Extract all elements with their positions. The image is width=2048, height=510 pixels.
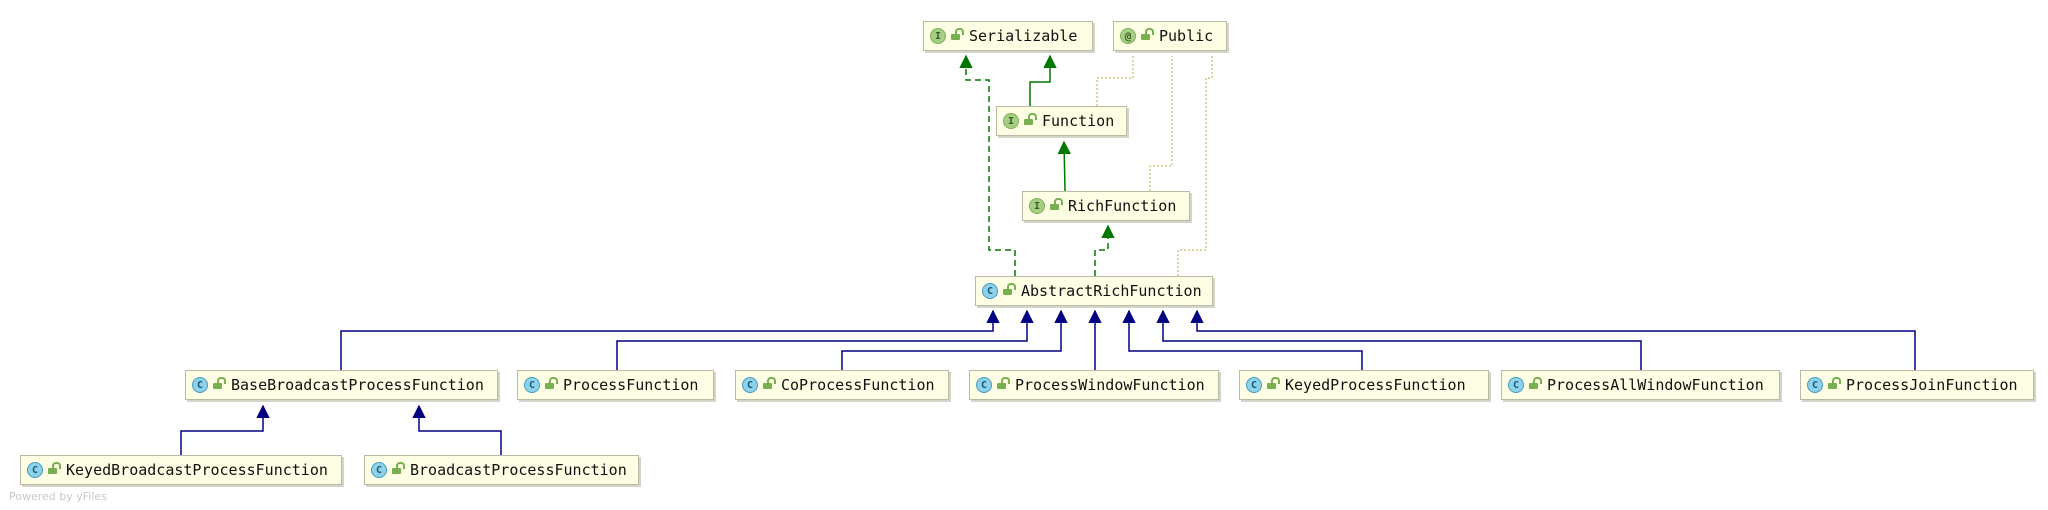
edge-keyedbroadcast-basebroadcast [180,404,270,455]
class-icon: C [524,377,540,393]
node-broadcast-process-function[interactable]: C BroadcastProcessFunction [364,455,639,485]
node-label: KeyedProcessFunction [1285,376,1466,394]
class-icon: C [1807,377,1823,393]
lock-icon [997,377,1010,389]
node-label: Function [1042,112,1115,130]
node-label: RichFunction [1068,197,1177,215]
node-abstract-rich-function[interactable]: C AbstractRichFunction [975,276,1213,306]
node-public[interactable]: @ Public [1113,21,1227,51]
lock-icon [1267,377,1280,389]
node-label: AbstractRichFunction [1021,282,1202,300]
edge-abstractrichfunction-richfunction [1094,224,1115,276]
edge-richfunction-function [1057,140,1071,192]
lock-icon [1529,377,1542,389]
lock-icon [1828,377,1841,389]
class-icon: C [192,377,208,393]
node-co-process-function[interactable]: C CoProcessFunction [735,370,949,400]
node-label: ProcessWindowFunction [1015,376,1205,394]
class-icon: C [742,377,758,393]
node-process-all-window-function[interactable]: C ProcessAllWindowFunction [1501,370,1780,400]
lock-icon [1024,113,1037,125]
node-label: Serializable [969,27,1078,45]
lock-icon [1003,283,1016,295]
edge-processjoin-abstract [1190,309,1916,370]
edge-broadcast-basebroadcast [412,404,502,455]
class-icon: C [976,377,992,393]
lock-icon [545,377,558,389]
node-label: CoProcessFunction [781,376,935,394]
watermark: Powered by yFiles [9,490,107,503]
class-icon: C [982,283,998,299]
node-process-join-function[interactable]: C ProcessJoinFunction [1800,370,2034,400]
node-label: BroadcastProcessFunction [410,461,627,479]
node-keyed-process-function[interactable]: C KeyedProcessFunction [1239,370,1489,400]
node-label: ProcessFunction [563,376,699,394]
node-serializable[interactable]: I Serializable [923,21,1093,51]
node-function[interactable]: I Function [996,106,1127,136]
node-rich-function[interactable]: I RichFunction [1022,191,1190,221]
node-label: ProcessAllWindowFunction [1547,376,1764,394]
lock-icon [951,28,964,40]
node-base-broadcast-process-function[interactable]: C BaseBroadcastProcessFunction [185,370,498,400]
node-label: ProcessJoinFunction [1846,376,2018,394]
lock-icon [763,377,776,389]
edge-abstractrichfunction-public [1177,56,1213,276]
node-label: KeyedBroadcastProcessFunction [66,461,328,479]
node-process-function[interactable]: C ProcessFunction [517,370,714,400]
node-label: Public [1159,27,1214,45]
edge-keyedprocess-abstract [1122,309,1363,370]
edge-basebroadcast-abstract [340,309,1000,370]
edge-processallwindow-abstract [1156,309,1642,370]
lock-icon [392,462,405,474]
interface-icon: I [1003,113,1019,129]
interface-icon: I [1029,198,1045,214]
edge-function-public [1096,56,1134,106]
edge-function-serializable [1029,54,1057,106]
class-icon: C [27,462,43,478]
lock-icon [213,377,226,389]
lock-icon [1050,198,1063,210]
lock-icon [48,462,61,474]
class-icon: C [1246,377,1262,393]
lock-icon [1141,28,1154,40]
node-label: BaseBroadcastProcessFunction [231,376,484,394]
class-icon: C [371,462,387,478]
edge-processfunction-abstract [616,309,1034,370]
node-process-window-function[interactable]: C ProcessWindowFunction [969,370,1219,400]
class-icon: C [1508,377,1524,393]
annotation-icon: @ [1120,28,1136,44]
edge-abstractrichfunction-serializable [959,54,1016,276]
edge-coprocess-abstract [841,309,1068,370]
node-keyed-broadcast-process-function[interactable]: C KeyedBroadcastProcessFunction [20,455,342,485]
interface-icon: I [930,28,946,44]
edge-richfunction-public [1149,56,1173,191]
